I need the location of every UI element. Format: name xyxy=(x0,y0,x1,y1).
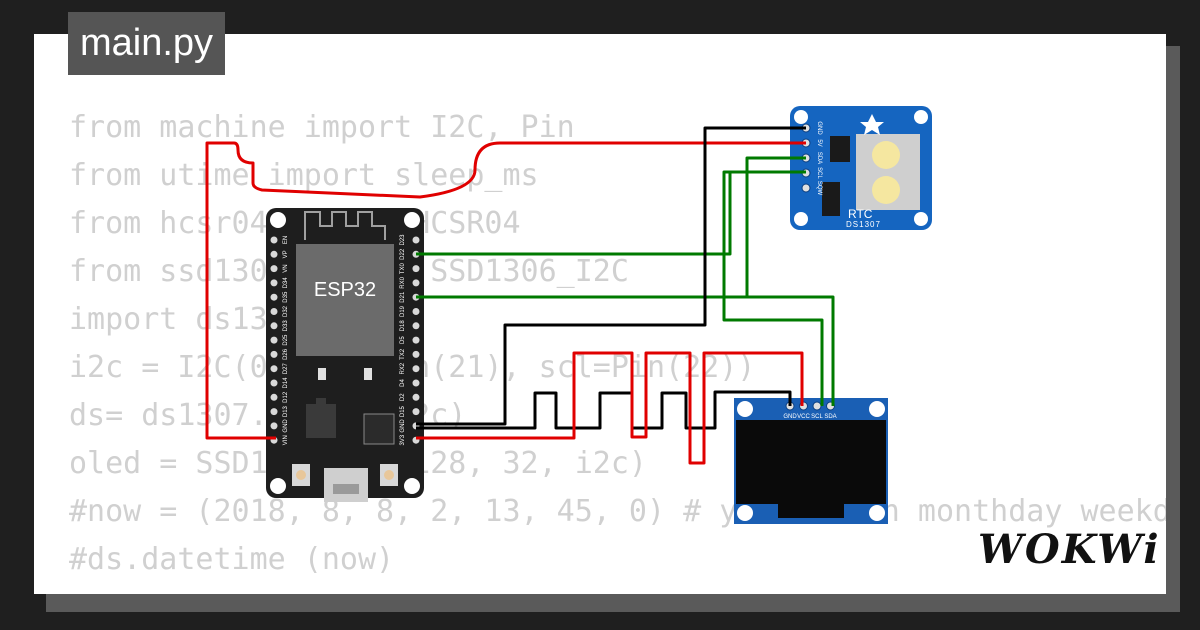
pin-label: D34 xyxy=(283,277,289,289)
voltage-regulator xyxy=(306,404,336,438)
esp32-module xyxy=(296,244,394,356)
usb-uart-chip xyxy=(363,413,395,445)
rtc-pin-label: SQW xyxy=(816,181,822,196)
pin-pad[interactable] xyxy=(270,250,278,258)
pin-label: D22 xyxy=(400,248,406,260)
wokwi-logo: WOKWi xyxy=(978,526,1161,573)
pin-pad[interactable] xyxy=(412,393,420,401)
wires xyxy=(205,126,835,465)
pin-pad[interactable] xyxy=(412,236,420,244)
pin-label: RX0 xyxy=(400,276,406,288)
wire-rtc-sda-oled-sda xyxy=(722,170,824,406)
pin-label: D2 xyxy=(400,393,406,401)
rtc-label: RTC xyxy=(848,207,873,221)
rtc-crystal xyxy=(822,182,840,216)
rtc-chip xyxy=(830,136,850,162)
pin-pad[interactable] xyxy=(270,350,278,358)
wire-gnd-rtc-gnd xyxy=(416,126,806,426)
rtc-pin-label: GND xyxy=(816,121,822,135)
pin-pad[interactable] xyxy=(412,379,420,387)
rtc-sublabel: DS1307 xyxy=(846,220,881,229)
pin-pad[interactable] xyxy=(412,350,420,358)
pin-pad[interactable] xyxy=(412,408,420,416)
wire-3v3-oled-vcc xyxy=(416,351,804,465)
pin-label: D14 xyxy=(283,377,289,389)
pin-label: D33 xyxy=(283,320,289,332)
pin-pad[interactable] xyxy=(270,293,278,301)
pin-label: GND xyxy=(400,419,406,433)
pin-pad[interactable] xyxy=(412,322,420,330)
pin-pad[interactable] xyxy=(270,393,278,401)
pin-pad[interactable] xyxy=(270,422,278,430)
code-line: from utime import sleep_ms xyxy=(69,158,539,193)
pin-label: D21 xyxy=(400,291,406,303)
pin-pad[interactable] xyxy=(270,265,278,273)
pin-pad[interactable] xyxy=(412,365,420,373)
oled-pin-label: GND xyxy=(783,414,797,420)
code-line: from machine import I2C, Pin xyxy=(69,110,575,145)
pin-label: D5 xyxy=(400,336,406,344)
wire-d22-rtc-scl xyxy=(416,156,806,299)
esp32-label: ESP32 xyxy=(314,279,376,301)
pin-pad[interactable] xyxy=(412,336,420,344)
rtc-module[interactable]: RTC DS1307 GND 5V SDA SCL SQW xyxy=(790,106,932,230)
file-tab[interactable]: main.py xyxy=(68,12,226,75)
rtc-pin-pad[interactable] xyxy=(801,183,811,193)
pin-pad[interactable] xyxy=(270,336,278,344)
rtc-pin-label: SCL xyxy=(816,167,822,179)
oled-pin-label: SDA xyxy=(824,414,836,420)
pin-pad[interactable] xyxy=(412,265,420,273)
pin-label: D13 xyxy=(283,405,289,417)
pin-label: TX2 xyxy=(400,348,406,360)
pin-label: RX2 xyxy=(400,362,406,374)
pin-label: 3V3 xyxy=(400,434,406,445)
pin-pad[interactable] xyxy=(270,279,278,287)
oled-screen xyxy=(736,420,886,504)
wire-vin-rtc-5v xyxy=(205,141,806,440)
code-line: import ds1307 xyxy=(69,302,304,337)
pin-label: VP xyxy=(283,250,289,258)
pin-pad[interactable] xyxy=(270,322,278,330)
pin-label: D4 xyxy=(400,379,406,387)
file-tab-label: main.py xyxy=(80,22,214,64)
pin-label: D15 xyxy=(400,405,406,417)
pin-pad[interactable] xyxy=(270,365,278,373)
pin-pad[interactable] xyxy=(270,236,278,244)
pin-label: VN xyxy=(283,264,289,272)
wire-d22-oled-scl xyxy=(747,295,835,406)
wire-d21-rtc-sda xyxy=(416,170,806,256)
rtc-pin-label: SDA xyxy=(816,152,822,164)
pin-label: D35 xyxy=(283,291,289,303)
oled-pin-pad[interactable] xyxy=(812,401,822,411)
adafruit-star-icon xyxy=(860,114,884,135)
pin-label: D19 xyxy=(400,305,406,317)
code-line: #ds.datetime (now) xyxy=(69,542,395,577)
pin-label: D27 xyxy=(283,363,289,375)
pin-label: D18 xyxy=(400,320,406,332)
pin-pad[interactable] xyxy=(270,379,278,387)
pin-label: D23 xyxy=(400,234,406,246)
pin-label: D32 xyxy=(283,305,289,317)
pin-label: TX0 xyxy=(400,262,406,274)
pin-pad[interactable] xyxy=(412,308,420,315)
pin-label: GND xyxy=(283,419,289,433)
pin-pad[interactable] xyxy=(270,408,278,416)
pin-label: EN xyxy=(283,236,289,244)
pin-pad[interactable] xyxy=(270,308,278,315)
pin-label: D26 xyxy=(283,348,289,360)
pin-label: VIN xyxy=(283,435,289,445)
esp32-board[interactable]: ESP32 ENVPVND34D35D32D33D25D26D27D14D12D… xyxy=(266,208,424,502)
pin-label: D12 xyxy=(283,391,289,403)
oled-pin-label: SCL xyxy=(811,414,823,420)
pin-label: D25 xyxy=(283,334,289,346)
oled-pin-label: VCC xyxy=(797,414,810,420)
pin-pad[interactable] xyxy=(412,279,420,287)
code-line: ds.datetime() xyxy=(69,584,1166,594)
rtc-pin-label: 5V xyxy=(816,139,822,146)
